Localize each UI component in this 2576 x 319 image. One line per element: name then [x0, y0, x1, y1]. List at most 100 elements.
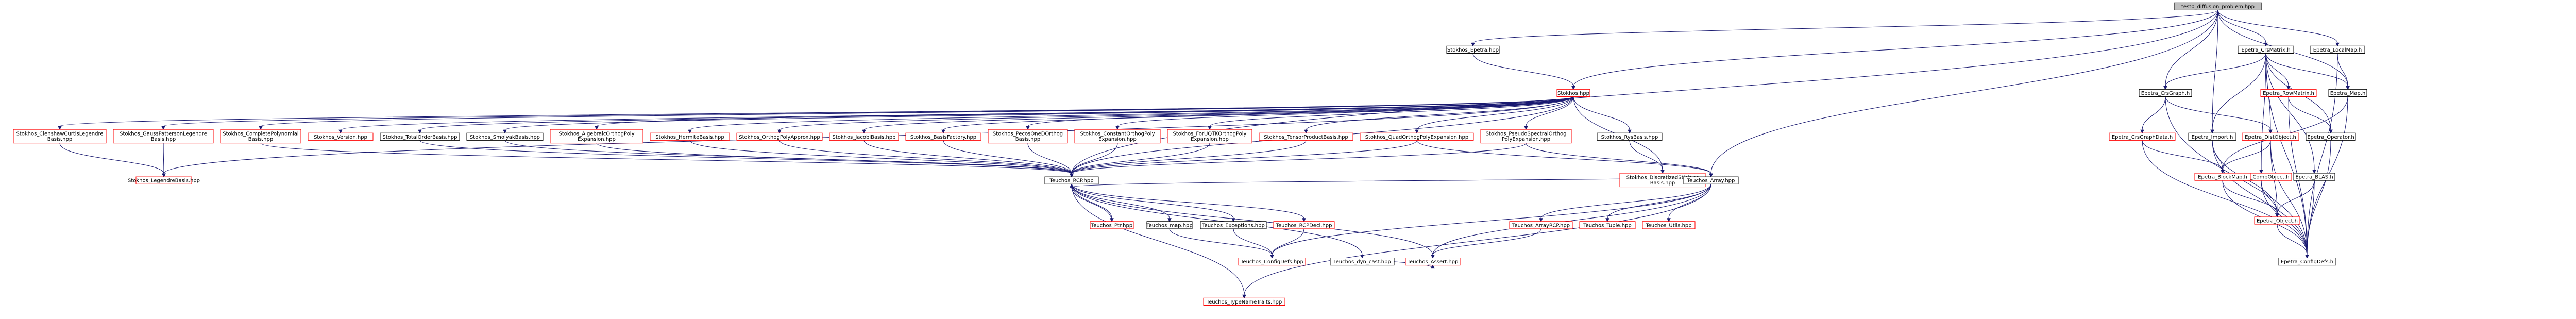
- edge-crsmatrix-to-crsgraph: [2163, 53, 2266, 90]
- node-map[interactable]: Teuchos_map.hpp: [1146, 221, 1193, 229]
- node-assert[interactable]: Teuchos_Assert.hpp: [1405, 258, 1461, 266]
- node-box: [2109, 132, 2176, 141]
- edge-import-to-blockmap: [2212, 140, 2225, 174]
- node-label: Teuchos_RCPDecl.hpp: [1276, 223, 1332, 228]
- edge-root-to-rcp: [1070, 10, 2218, 178]
- node-quad[interactable]: Stokhos_QuadOrthogPolyExpansion.hpp: [1360, 132, 1474, 141]
- node-tensor[interactable]: Stokhos_TensorProductBasis.hpp: [1259, 132, 1353, 141]
- node-import[interactable]: Epetra_Import.h: [2188, 132, 2236, 141]
- node-rys[interactable]: Stokhos_RysBasis.hpp: [1597, 132, 1663, 141]
- edge-rys-to-discretized: [1629, 140, 1665, 174]
- node-object[interactable]: Epetra_Object.h: [2254, 216, 2300, 225]
- node-label: Teuchos_Utils.hpp: [1645, 223, 1691, 228]
- node-label: Stokhos_TotalOrderBasis.hpp: [382, 135, 457, 140]
- edge-factory-to-rcp: [943, 140, 1074, 178]
- node-box: [1642, 221, 1696, 229]
- edge-rowmatrix-to-operator: [2288, 96, 2333, 134]
- node-legendre[interactable]: Stokhos_LegendreBasis.hpp: [128, 176, 200, 184]
- node-box: [2310, 45, 2365, 54]
- node-box: [220, 129, 301, 144]
- node-box: [905, 132, 981, 141]
- node-box: [1044, 176, 1099, 184]
- edge-algebraic-to-rcp: [596, 143, 1074, 178]
- node-box: [1146, 221, 1193, 229]
- node-stokhos_epetra[interactable]: Stokhos_Epetra.hpp: [1446, 45, 1500, 54]
- node-hermite[interactable]: Stokhos_HermiteBasis.hpp: [650, 132, 730, 141]
- node-array[interactable]: Teuchos_Array.hpp: [1683, 176, 1739, 184]
- edge-crsmatrix-to-compobject: [2259, 53, 2266, 174]
- node-jacobi[interactable]: Stokhos_JacobiBasis.hpp: [829, 132, 899, 141]
- node-box: [1683, 176, 1739, 184]
- node-tuple[interactable]: Teuchos_Tuple.hpp: [1579, 221, 1636, 229]
- edge-stokhos-to-cpb: [259, 96, 1574, 130]
- node-label: Teuchos_map.hpp: [1146, 223, 1193, 228]
- node-blas[interactable]: Epetra_BLAS.h: [2293, 173, 2335, 181]
- node-label: Expansion.hpp: [578, 137, 616, 142]
- node-rcp[interactable]: Teuchos_RCP.hpp: [1044, 176, 1099, 184]
- node-label: Stokhos_JacobiBasis.hpp: [832, 135, 895, 140]
- edge-blas-to-object: [2275, 180, 2315, 218]
- node-stokhos[interactable]: Stokhos.hpp: [1556, 89, 1590, 97]
- node-arrayrcp[interactable]: Teuchos_ArrayRCP.hpp: [1509, 221, 1573, 229]
- node-label: Epetra_ConfigDefs.h: [2281, 259, 2333, 265]
- node-box: [113, 129, 214, 144]
- edge-ccl-to-legendre: [59, 143, 166, 178]
- node-box: [2242, 132, 2299, 141]
- edge-cpb-to-rcp: [260, 143, 1074, 178]
- node-label: Stokhos_ConstantOrthogPoly: [1080, 131, 1155, 137]
- node-label: Epetra_DistObject.h: [2245, 135, 2296, 140]
- node-rcpdecl[interactable]: Teuchos_RCPDecl.hpp: [1273, 221, 1335, 229]
- node-exceptions[interactable]: Teuchos_Exceptions.hpp: [1200, 221, 1267, 229]
- edge-stokhos-to-quad: [1415, 96, 1574, 134]
- node-tcfg[interactable]: Teuchos_ConfigDefs.hpp: [1238, 258, 1306, 266]
- edge-stokhos-to-forucpp: [1208, 96, 1574, 130]
- node-label: Stokhos_TensorProductBasis.hpp: [1264, 135, 1348, 140]
- node-localmap[interactable]: Epetra_LocalMap.h: [2310, 45, 2365, 54]
- edge-crsmatrix-to-import: [2210, 53, 2266, 134]
- edge-crsgraphdata-to-ecfg: [2142, 140, 2309, 259]
- node-box: [2254, 216, 2300, 225]
- edge-root-to-stokhos: [1571, 10, 2218, 90]
- node-distobject[interactable]: Epetra_DistObject.h: [2242, 132, 2299, 141]
- node-crsgraphdata[interactable]: Epetra_CrsGraphData.h: [2109, 132, 2176, 141]
- node-blockmap[interactable]: Epetra_BlockMap.h: [2194, 173, 2251, 181]
- node-label: Epetra_CrsGraph.h: [2141, 91, 2190, 96]
- edge-array-to-rcp: [1070, 176, 1711, 188]
- node-approx[interactable]: Stokhos_OrthogPolyApprox.hpp: [736, 132, 823, 141]
- node-ecfg[interactable]: Epetra_ConfigDefs.h: [2278, 258, 2336, 266]
- node-dyncast[interactable]: Teuchos_dyn_cast.hpp: [1330, 258, 1395, 266]
- node-utils[interactable]: Teuchos_Utils.hpp: [1642, 221, 1696, 229]
- edge-stokhos-to-pcesd: [1026, 96, 1574, 130]
- node-box: [380, 132, 460, 141]
- node-label: Stokhos_Version.hpp: [314, 135, 367, 140]
- node-ptr[interactable]: Teuchos_Ptr.hpp: [1090, 221, 1134, 229]
- node-emap[interactable]: Epetra_Map.h: [2328, 89, 2367, 97]
- node-tob[interactable]: Stokhos_TotalOrderBasis.hpp: [380, 132, 460, 141]
- edge-crsgraph-to-distobject: [2165, 96, 2273, 134]
- edge-pcesd-to-rcp: [1027, 143, 1074, 178]
- node-tnt[interactable]: Teuchos_TypeNameTraits.hpp: [1203, 297, 1285, 306]
- node-rowmatrix[interactable]: Epetra_RowMatrix.h: [2260, 89, 2317, 97]
- node-label: test0_diffusion_problem.hpp: [2181, 4, 2255, 10]
- node-pseudo[interactable]: Stokhos_PseudoSpectralOrthogPolyExpansio…: [1480, 129, 1572, 144]
- node-label: Epetra_Operator.h: [2307, 135, 2354, 140]
- node-label: Epetra_Import.h: [2192, 135, 2233, 140]
- node-crsmatrix[interactable]: Epetra_CrsMatrix.h: [2238, 45, 2294, 54]
- edge-crsgraph-to-crsgraphdata: [2140, 96, 2166, 134]
- node-version[interactable]: Stokhos_Version.hpp: [308, 132, 374, 141]
- node-smolyak[interactable]: Stokhos_SmolyakBasis.hpp: [466, 132, 544, 141]
- node-factory[interactable]: Stokhos_BasisFactory.hpp: [905, 132, 981, 141]
- node-label: Basis.hpp: [47, 137, 72, 142]
- node-box: [1360, 132, 1474, 141]
- node-crsgraph[interactable]: Epetra_CrsGraph.h: [2139, 89, 2192, 97]
- node-box: [135, 176, 192, 184]
- node-operator[interactable]: Epetra_Operator.h: [2306, 132, 2356, 141]
